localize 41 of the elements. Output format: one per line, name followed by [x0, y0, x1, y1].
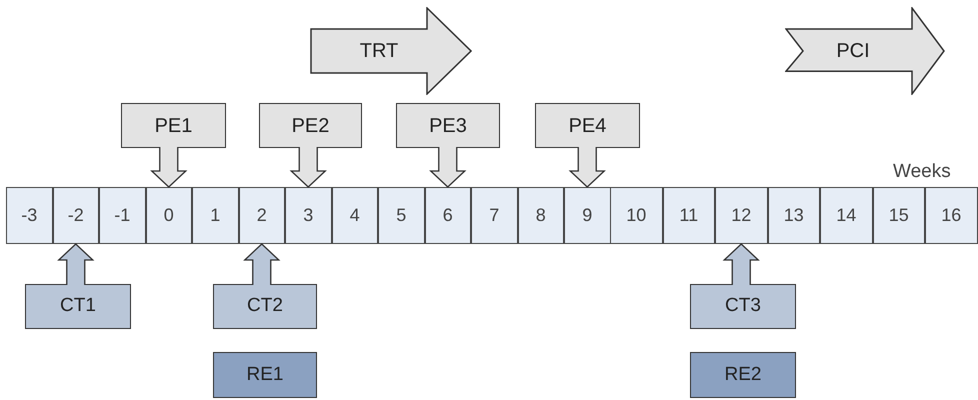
block-arrow	[310, 7, 472, 95]
block-arrow	[290, 146, 327, 188]
week-cell: 10	[610, 187, 662, 244]
axis-label: Weeks	[893, 160, 951, 184]
block-arrow	[150, 146, 188, 188]
week-cell: 0	[146, 187, 192, 244]
week-cell: 7	[471, 187, 518, 244]
chevron-arrow	[785, 7, 945, 95]
block-arrow	[722, 243, 760, 286]
callout-box: CT3	[690, 284, 796, 329]
callout-box: PE3	[396, 103, 500, 148]
week-cell: 6	[424, 187, 471, 244]
week-cell: 1	[192, 187, 238, 244]
event-box: RE1	[213, 352, 317, 398]
week-cell: 4	[332, 187, 378, 244]
week-cell: 8	[518, 187, 564, 244]
arrow-label: PCI	[836, 39, 871, 64]
week-cell: 11	[662, 187, 715, 244]
callout-box: PE2	[259, 103, 362, 148]
week-cell: 15	[872, 187, 925, 244]
week-cell: 16	[925, 187, 978, 244]
week-cell: 9	[564, 187, 610, 244]
event-box: RE2	[690, 352, 796, 398]
week-cell: -1	[99, 187, 146, 244]
block-arrow	[57, 243, 94, 286]
block-arrow	[429, 146, 466, 188]
callout-box: PE4	[535, 103, 640, 148]
week-cell: 5	[378, 187, 424, 244]
week-cell: 12	[715, 187, 768, 244]
callout-box: CT1	[25, 284, 131, 329]
block-arrow	[243, 243, 280, 286]
week-cell: 2	[238, 187, 285, 244]
callout-box: PE1	[121, 103, 226, 148]
week-cell: 3	[285, 187, 332, 244]
week-cell: 13	[768, 187, 820, 244]
week-cell: 14	[820, 187, 872, 244]
week-cell: -3	[6, 187, 52, 244]
arrow-label: TRT	[360, 39, 400, 64]
week-cell: -2	[52, 187, 99, 244]
callout-box: CT2	[213, 284, 317, 329]
block-arrow	[568, 146, 606, 188]
